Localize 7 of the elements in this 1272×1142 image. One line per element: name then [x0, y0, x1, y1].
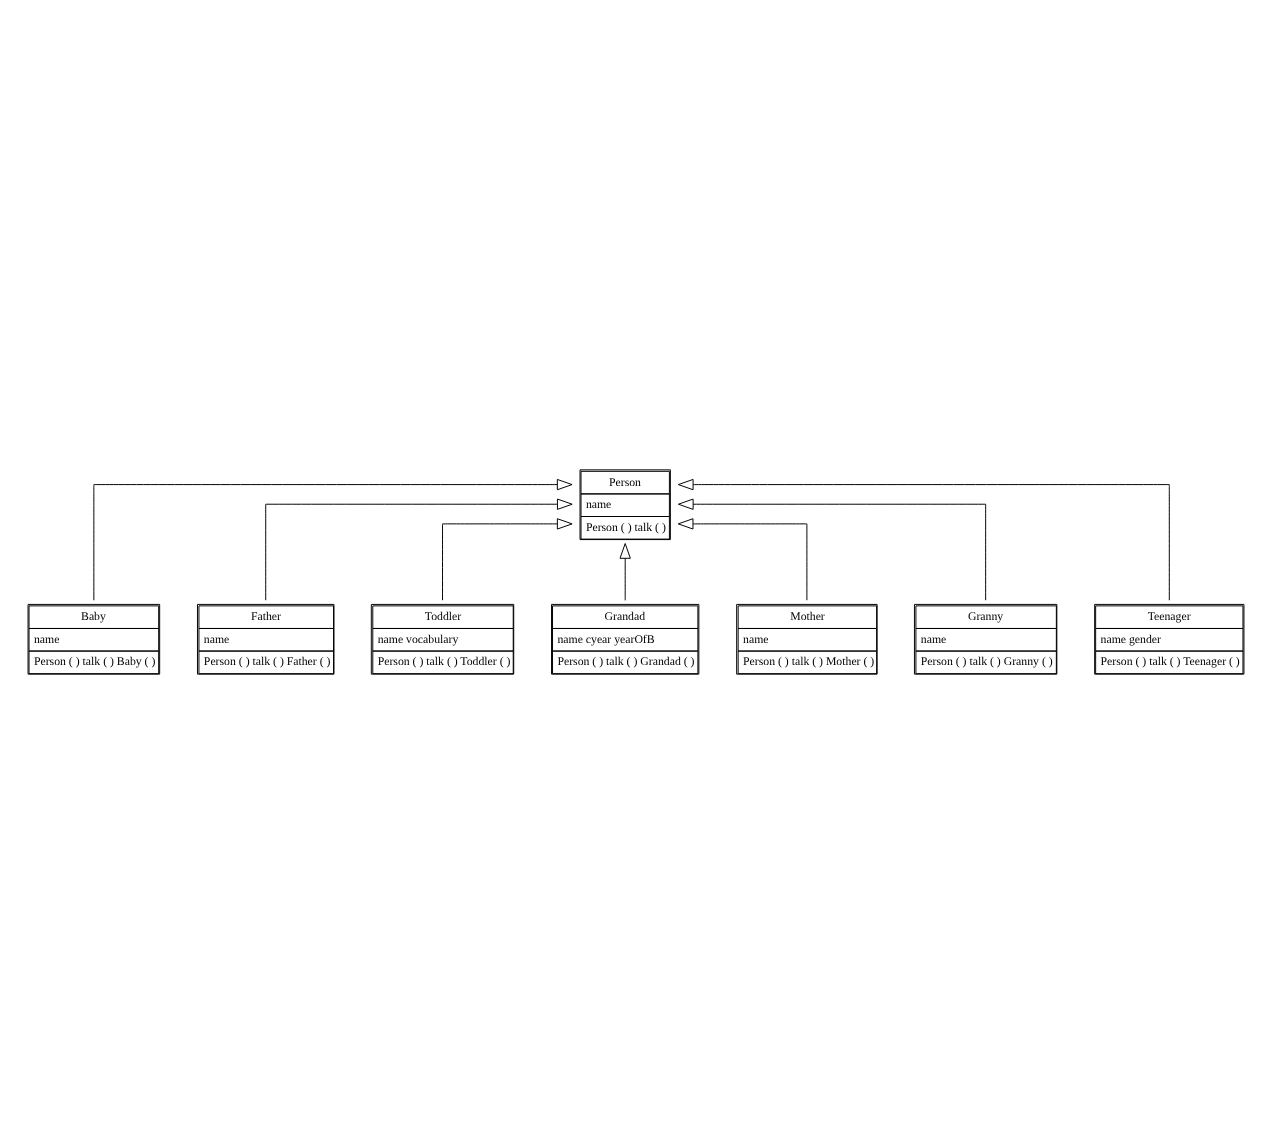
arrow: [619, 542, 631, 600]
arrow: [677, 517, 808, 600]
arrow: [442, 517, 573, 600]
arrow: [677, 477, 1170, 600]
arrow: [93, 477, 573, 600]
arrow: [677, 497, 987, 600]
arrow: [265, 497, 573, 600]
